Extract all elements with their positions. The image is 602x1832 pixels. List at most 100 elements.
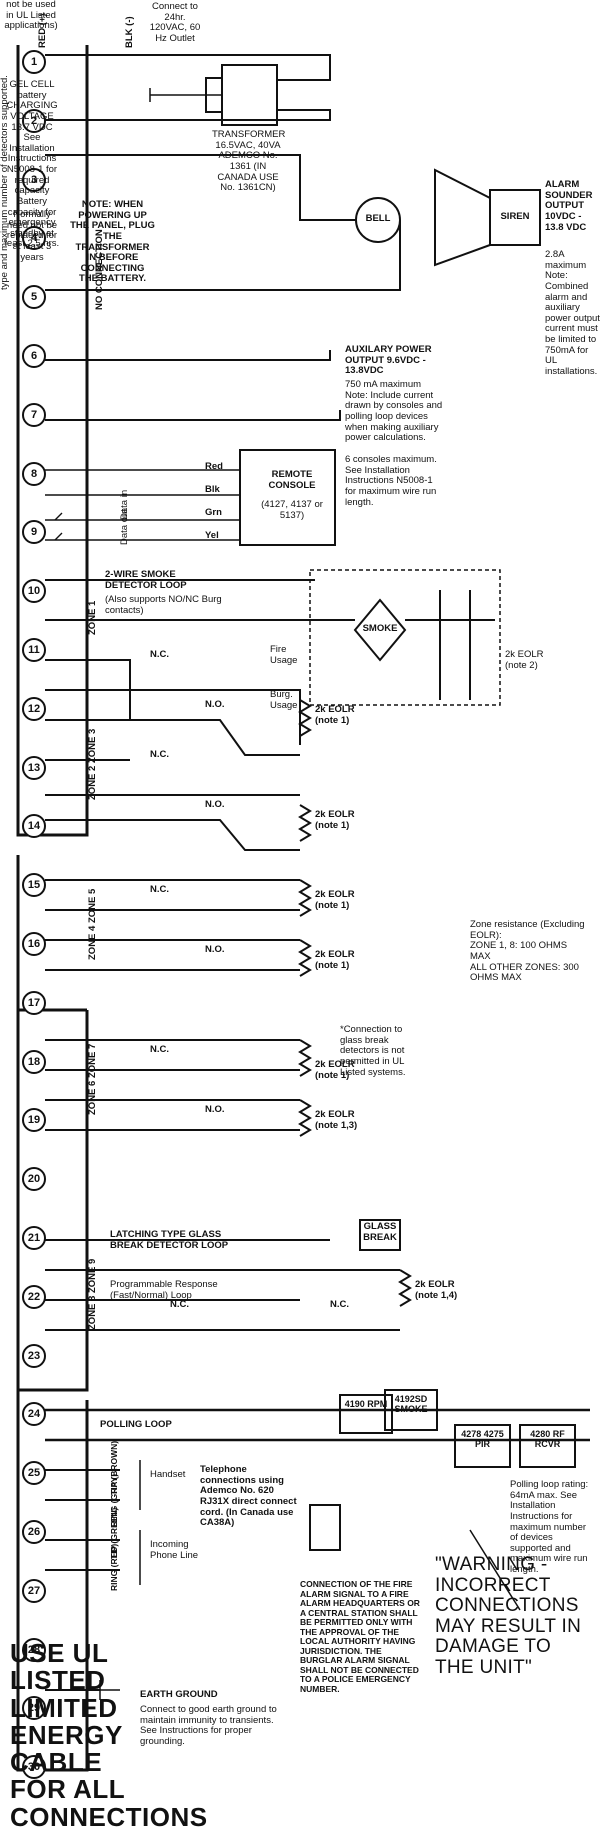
- terminal-25: 25: [22, 1461, 46, 1486]
- console-wire-grn: Grn: [205, 507, 222, 518]
- polling-device-2: 4278 4275 PIR: [461, 1429, 504, 1450]
- battery-red-lead: RED (+): [37, 13, 48, 48]
- zone1-eolr: 2k EOLR (note 2): [505, 649, 544, 671]
- contact-no-3: N.O.: [205, 799, 225, 810]
- earth-ground-title: EARTH GROUND: [140, 1689, 218, 1700]
- console-wire-blk: Blk: [205, 484, 220, 495]
- polling-device-1: 4192SD SMOKE: [394, 1394, 428, 1415]
- terminal-17: 17: [22, 990, 46, 1015]
- terminal-6: 6: [22, 344, 46, 368]
- no-connection-label: NO CONNECTION: [94, 229, 105, 310]
- battery-top-note: not be used in UL Listed applications): [4, 0, 58, 32]
- incoming-line-label: Incoming Phone Line: [150, 1539, 199, 1561]
- remote-console-title: REMOTE CONSOLE: [268, 469, 316, 491]
- wiring-lines: [16, 45, 590, 1772]
- eolr-note1-0: 2k EOLR (note 1): [315, 704, 355, 726]
- terminal-28: 28: [22, 1637, 46, 1662]
- terminal-24: 24: [22, 1402, 46, 1427]
- contact-nc-9: N.C.: [330, 1299, 349, 1310]
- terminal-7: 7: [22, 402, 46, 427]
- zone-8-9-label: ZONE 8 ZONE 9: [87, 1258, 98, 1330]
- zone-resistance-note: Zone resistance (Excluding EOLR): ZONE 1…: [470, 919, 585, 984]
- console-note: 6 consoles maximum. See Installation Ins…: [345, 454, 437, 508]
- zone1-loop-sub: (Also supports NO/NC Burg contacts): [105, 594, 222, 616]
- alarm-sounder-title: ALARM SOUNDER OUTPUT 10VDC - 13.8 VDC: [545, 179, 593, 233]
- remote-console-models: (4127, 4137 or 5137): [261, 499, 323, 521]
- contact-nc-4: N.C.: [150, 884, 169, 895]
- terminal-1: 1: [22, 50, 46, 74]
- eolr-note14-6: 2k EOLR (note 1,4): [415, 1279, 458, 1301]
- fire-usage-label: Fire Usage: [270, 644, 298, 666]
- terminal-13: 13: [22, 755, 46, 780]
- terminal-9: 9: [22, 520, 46, 545]
- aux-power-title: AUXILARY POWER OUTPUT 9.6VDC - 13.8VDC: [345, 344, 432, 377]
- contact-nc-6: N.C.: [150, 1044, 169, 1055]
- polling-device-3: 4280 RF RCVR: [530, 1429, 565, 1450]
- terminal-27: 27: [22, 1578, 46, 1603]
- terminal-14: 14: [22, 814, 46, 839]
- transformer-spec: TRANSFORMER 16.5VAC, 40VA ADEMCO No. 136…: [212, 129, 286, 194]
- siren-label: SIREN: [500, 211, 530, 222]
- glass-break-device: GLASS BREAK: [363, 1221, 397, 1243]
- contact-no-5: N.O.: [205, 944, 225, 955]
- battery-charging-note: GEL CELL battery CHARGING VOLTAGE 13.7 V…: [4, 79, 60, 250]
- battery-black-lead: BLK (-): [124, 16, 135, 48]
- terminal-16: 16: [22, 932, 46, 956]
- programmable-response-label: Programmable Response (Fast/Normal) Loop: [110, 1279, 218, 1301]
- console-wire-yel: Yel: [205, 530, 219, 541]
- contact-nc-0: N.C.: [150, 649, 169, 660]
- contact-nc-2: N.C.: [150, 749, 169, 760]
- zone-4-5-label: ZONE 4 ZONE 5: [87, 888, 98, 960]
- terminal-26: 26: [22, 1520, 46, 1544]
- terminal-21: 21: [22, 1226, 46, 1250]
- zone-6-7-label: ZONE 6 ZONE 7: [87, 1043, 98, 1115]
- polling-device-0: 4190 RPM: [344, 1399, 388, 1409]
- terminal-19: 19: [22, 1108, 46, 1133]
- handset-label: Handset: [150, 1469, 186, 1480]
- polling-loop-label: POLLING LOOP: [100, 1419, 172, 1430]
- battery-replace-note: Normally need not be replaced for at lea…: [6, 209, 58, 263]
- contact-nc-8: N.C.: [170, 1299, 189, 1310]
- terminal-18: 18: [22, 1049, 46, 1074]
- zone1-loop-title: 2-WIRE SMOKE DETECTOR LOOP: [105, 569, 187, 591]
- warning-note: "WARNING - INCORRECT CONNECTIONS MAY RES…: [435, 1554, 582, 1678]
- eolr-note13-5: 2k EOLR (note 1,3): [315, 1109, 358, 1131]
- terminal-3: 3: [22, 167, 46, 192]
- eolr-note1-3: 2k EOLR (note 1): [315, 949, 355, 971]
- terminal-23: 23: [22, 1343, 46, 1368]
- eolr-note1-1: 2k EOLR (note 1): [315, 809, 355, 831]
- terminal-8: 8: [22, 461, 46, 486]
- eolr-note1-2: 2k EOLR (note 1): [315, 889, 355, 911]
- bell-label: BELL: [365, 213, 391, 224]
- zone-2-3-label: ZONE 2 ZONE 3: [87, 728, 98, 800]
- zone-1-label: ZONE 1: [87, 600, 98, 635]
- terminal-4: 4: [22, 226, 46, 251]
- terminal-10: 10: [22, 579, 46, 604]
- terminal-11: 11: [22, 638, 46, 662]
- contact-no-1: N.O.: [205, 699, 225, 710]
- burg-usage-label: Burg. Usage: [270, 689, 298, 711]
- latching-loop-label: LATCHING TYPE GLASS BREAK DETECTOR LOOP: [110, 1229, 229, 1251]
- aux-power-body: 750 mA maximum Note: Include current dra…: [345, 379, 443, 444]
- ul-cable-banner: USE UL LISTED LIMITED ENERGY CABLE FOR A…: [10, 1638, 208, 1832]
- terminal-15: 15: [22, 873, 46, 898]
- earth-ground-body: Connect to good earth ground to maintain…: [140, 1704, 277, 1747]
- terminal-12: 12: [22, 696, 46, 721]
- console-data-out: Data out: [119, 509, 130, 545]
- terminal-5: 5: [22, 285, 46, 310]
- glass-break-note: *Connection to glass break detectors is …: [340, 1024, 406, 1078]
- terminal-29: 29: [22, 1696, 46, 1721]
- phone-wire-3: RING (RED): [109, 1543, 119, 1591]
- top-cut-text: type and maximum number of detectors sup…: [0, 75, 10, 290]
- terminal-2: 2: [22, 108, 46, 133]
- fire-alarm-note: CONNECTION OF THE FIRE ALARM SIGNAL TO A…: [300, 1579, 420, 1694]
- contact-no-7: N.O.: [205, 1104, 225, 1115]
- transformer-connect-note: Connect to 24hr. 120VAC, 60 Hz Outlet: [149, 1, 201, 44]
- alarm-sounder-body: 2.8A maximum Note: Combined alarm and au…: [545, 249, 600, 377]
- telephone-note: Telephone connections using Ademco No. 6…: [200, 1464, 297, 1529]
- power-up-note: NOTE: WHEN POWERING UP THE PANEL, PLUG T…: [70, 199, 155, 285]
- terminal-22: 22: [22, 1284, 46, 1309]
- terminal-20: 20: [22, 1167, 46, 1192]
- eolr-note1-4: 2k EOLR (note 1): [315, 1059, 355, 1081]
